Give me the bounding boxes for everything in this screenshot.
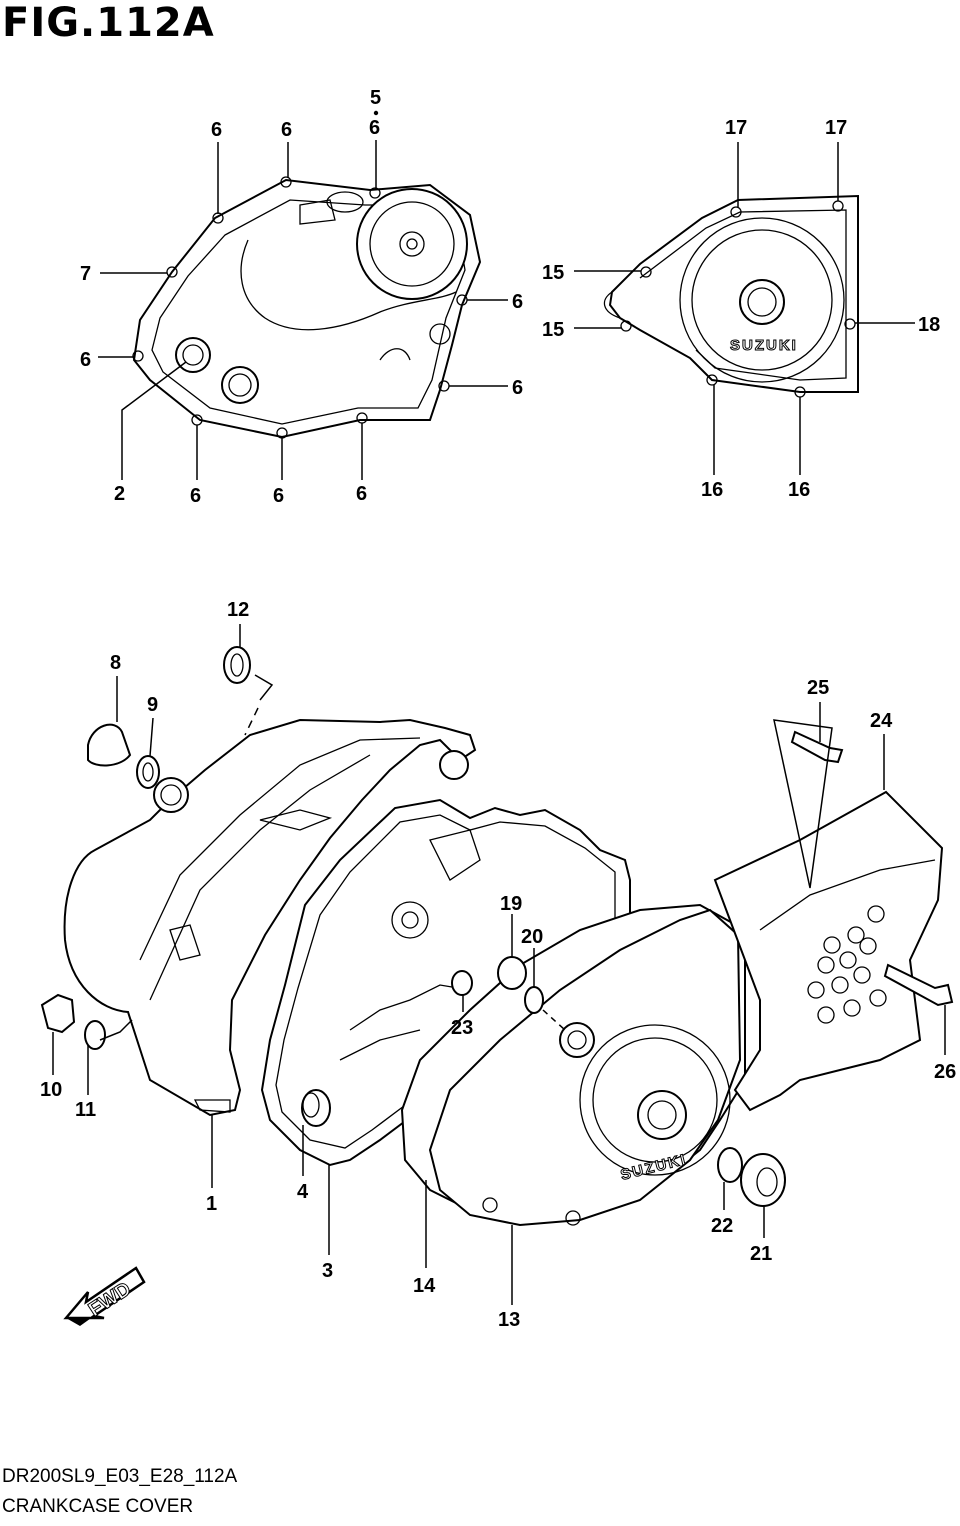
callout-15: 15	[542, 319, 564, 341]
callout-13: 13	[498, 1309, 520, 1331]
callout-6: 6	[369, 117, 380, 139]
callout-1: 1	[206, 1193, 217, 1215]
callout-24: 24	[870, 710, 893, 732]
callout-22: 22	[711, 1215, 733, 1237]
callout-16: 16	[788, 479, 810, 501]
callout-10: 10	[40, 1079, 62, 1101]
callout-17: 17	[725, 117, 747, 139]
callout-23: 23	[451, 1017, 473, 1039]
callout-6: 6	[80, 349, 91, 371]
callout-6: 6	[273, 485, 284, 507]
callout-6: 6	[211, 119, 222, 141]
callout-6: 6	[356, 483, 367, 505]
callout-20: 20	[521, 926, 543, 948]
callout-3: 3	[322, 1260, 333, 1282]
callout-19: 19	[500, 893, 522, 915]
callout-6: 6	[512, 377, 523, 399]
callout-25: 25	[807, 677, 829, 699]
callout-15: 15	[542, 262, 564, 284]
oil-filler-cap-8	[87, 723, 132, 767]
exploded-assembly: SUZUKI	[40, 624, 954, 1326]
callout-9: 9	[147, 694, 158, 716]
callout-5: 5	[370, 87, 381, 109]
callout-26: 26	[934, 1061, 956, 1083]
fwd-arrow-icon: FWD	[63, 1266, 146, 1326]
suzuki-logo: SUZUKI	[730, 337, 798, 354]
callout-16: 16	[701, 479, 723, 501]
callout-21: 21	[750, 1243, 772, 1265]
callout-17: 17	[825, 117, 847, 139]
callout-6: 6	[190, 485, 201, 507]
callout-8: 8	[110, 652, 121, 674]
clutch-cover-detail	[98, 110, 508, 480]
callout-11: 11	[75, 1099, 96, 1121]
callout-14: 14	[413, 1275, 436, 1297]
callout-12: 12	[227, 599, 249, 621]
callout-4: 4	[297, 1181, 309, 1203]
callout-labels: 5 6 6 6 7 6 6 6 2 6 6 6 17 17 15 15 18 1…	[40, 87, 956, 1331]
figure-name: CRANKCASE COVER	[2, 1496, 194, 1517]
callout-18: 18	[918, 314, 940, 336]
figure-code: DR200SL9_E03_E28_112A	[2, 1466, 238, 1487]
figure-title: FIG.112A	[2, 0, 215, 46]
callout-6: 6	[281, 119, 292, 141]
callout-7: 7	[80, 263, 91, 285]
magneto-cover-detail: SUZUKI	[574, 142, 915, 475]
callout-6: 6	[512, 291, 523, 313]
callout-2: 2	[114, 483, 125, 505]
